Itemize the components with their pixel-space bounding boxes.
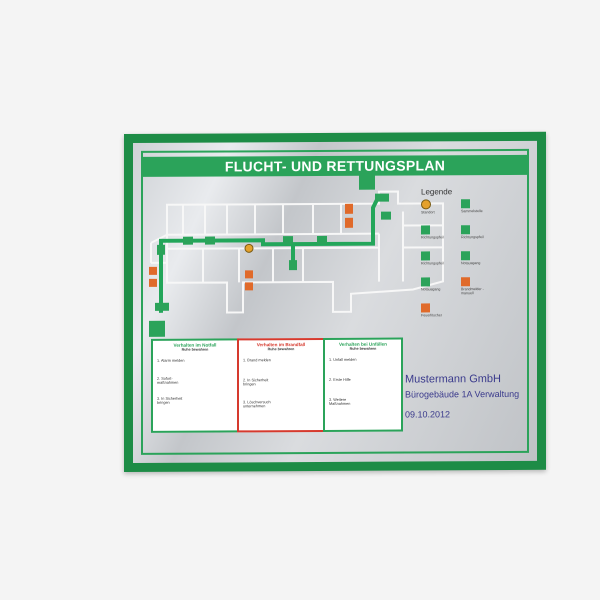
assembly-point-icon <box>149 320 165 337</box>
fire-alarm-icon <box>149 266 157 275</box>
sign-plate: FLUCHT- UND RETTUNGSPLAN <box>133 140 537 463</box>
direction-arrow-icon <box>461 225 470 235</box>
route-arrows <box>157 211 391 271</box>
fire-equipment <box>149 203 353 291</box>
legend-title: Legende <box>421 187 453 197</box>
legend-item-richtungspfeil-1: Richtungspfeil <box>421 225 455 239</box>
box-step: 1. Alarm melden <box>157 358 185 363</box>
legend-item-feuerloescher: Feuerlöscher <box>421 303 455 317</box>
fire-extinguisher-icon <box>245 282 253 291</box>
legend-item-brandmelder: Brandmelder - manuell <box>461 277 495 295</box>
fire-alarm-icon <box>245 270 253 279</box>
box-step: 1. Unfall melden <box>329 357 357 362</box>
arrow-right-icon <box>283 236 293 245</box>
arrow-up-icon <box>157 244 165 255</box>
box-step: 3. In Sicherheit bringen <box>157 396 183 406</box>
exit-signs <box>155 193 389 311</box>
arrow-left-icon <box>183 236 193 245</box>
box-subtitle: Ruhe bewahren <box>181 347 209 352</box>
box-notfall: Verhalten im Notfall Ruhe bewahren 1. Al… <box>151 338 239 433</box>
assembly-point-icon <box>359 173 375 190</box>
box-step: 3. Löschversuch unternehmen <box>243 400 271 409</box>
box-step: 2. Erste Hilfe <box>329 377 351 382</box>
box-brandfall: Verhalten im Brandfall Ruhe bewahren 1. … <box>237 337 325 433</box>
box-step: 3. Weitere Maßnahmen <box>329 397 351 407</box>
direction-arrow-icon <box>421 225 430 235</box>
building-name: Bürogebäude 1A Verwaltung <box>405 388 520 400</box>
box-subtitle: Ruhe bewahren <box>349 346 377 351</box>
emergency-exit-icon <box>375 193 389 202</box>
fire-alarm-icon <box>345 203 353 214</box>
assembly-points <box>149 173 375 337</box>
box-unfaelle: Verhalten bei Unfällen Ruhe bewahren 1. … <box>323 337 403 432</box>
legend-item-standort: Standort <box>421 199 455 214</box>
box-step: 1. Brand melden <box>243 358 271 363</box>
direction-arrow-icon <box>421 251 430 261</box>
legend-item-notausgang-1: Notausgang <box>461 251 495 265</box>
plan-date: 09.10.2012 <box>405 409 451 420</box>
floor-plan-walls <box>150 190 444 314</box>
arrow-diagonal-icon <box>381 211 391 220</box>
arrow-up-icon <box>289 260 297 271</box>
arrow-right-icon <box>205 236 215 245</box>
fire-alarm-icon <box>461 277 470 287</box>
legend-item-richtungspfeil-3: Richtungspfeil <box>421 251 455 265</box>
sign-frame: FLUCHT- UND RETTUNGSPLAN <box>124 131 546 472</box>
box-step: 2. Sofort-maßnahmen <box>157 376 179 386</box>
arrow-right-icon <box>317 235 327 244</box>
box-subtitle: Ruhe bewahren <box>267 347 295 352</box>
emergency-exit-icon <box>461 251 470 261</box>
assembly-point-icon <box>461 199 470 209</box>
emergency-exit-icon <box>421 277 430 287</box>
box-step: 2. In Sicherheit bringen <box>243 378 269 387</box>
company-name: Mustermann GmbH <box>405 373 501 386</box>
fire-extinguisher-icon <box>149 278 157 287</box>
standort-marker-icon <box>244 243 254 253</box>
escape-route <box>159 194 381 313</box>
fire-extinguisher-icon <box>345 217 353 228</box>
legend-item-notausgang-2: Notausgang <box>421 277 455 291</box>
floor-plan <box>149 173 444 337</box>
emergency-exit-icon <box>155 302 169 311</box>
legend-item-sammelstelle: Sammelstelle <box>461 199 495 213</box>
sign-inner-border: FLUCHT- UND RETTUNGSPLAN <box>141 148 529 455</box>
standort-dot-icon <box>421 199 431 210</box>
fire-extinguisher-icon <box>421 303 430 313</box>
legend-item-richtungspfeil-2: Richtungspfeil <box>461 225 495 239</box>
